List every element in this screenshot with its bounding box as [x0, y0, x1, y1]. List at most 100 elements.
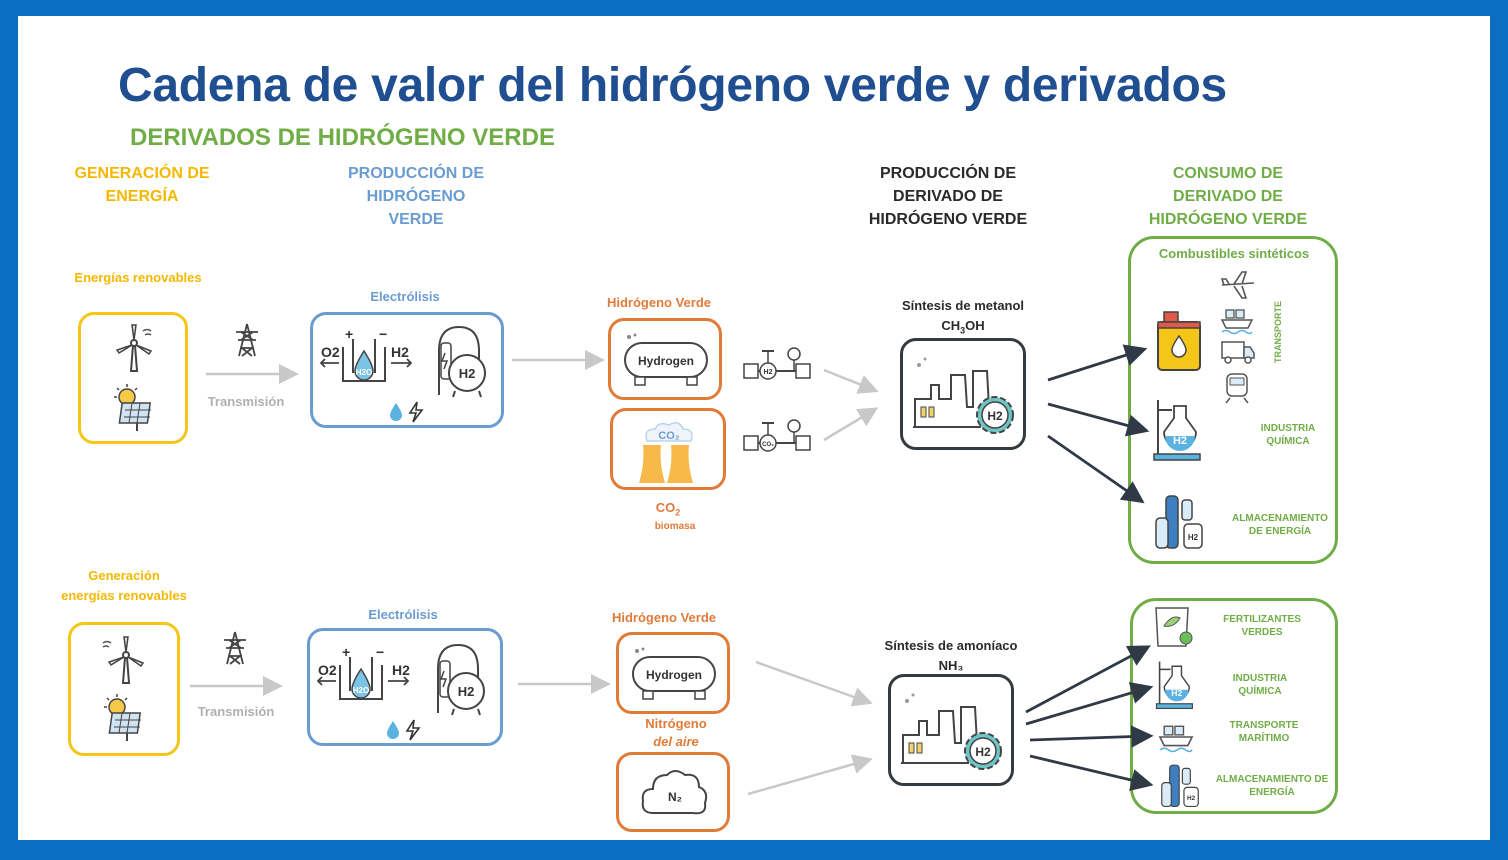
hydrogen-tank-icon: Hydrogen [632, 647, 716, 700]
lightning-icon [405, 719, 421, 741]
cylinder-h2-label: H2 [1187, 795, 1196, 802]
co2-box-row1: CO₂ [610, 408, 726, 490]
ammonia-plant-box: H2 [888, 674, 1014, 786]
column-header-line: DERIVADO DE [893, 188, 1003, 205]
co2-subscript: 2 [675, 507, 681, 518]
maritime-transport-label: TRANSPORTE MARÍTIMO [1218, 719, 1310, 745]
formula-subscript: 3 [960, 325, 966, 336]
solar-panel-icon [104, 694, 142, 741]
h2-label-row1: Hidrógeno Verde [606, 295, 712, 310]
ammonia-synthesis-label: Síntesis de amoníaco [884, 638, 1018, 653]
h2-tank-box-row2: Hydrogen [616, 632, 730, 714]
methanol-formula: CH3OH [878, 318, 1048, 336]
ship-icon [1220, 309, 1254, 335]
use-label-line: INDUSTRIA [1232, 673, 1288, 684]
water-lightning-icons [387, 719, 421, 741]
column-header-line: VERDE [388, 211, 444, 228]
column-header-line: GENERACIÓN DE [74, 165, 210, 182]
wind-turbine-icon [102, 636, 145, 684]
formula-part: OH [965, 318, 985, 333]
airplane-icon [1220, 271, 1255, 299]
energy-label-line: energías renovables [61, 588, 187, 603]
column-header-line: HIDRÓGENO VERDE [1148, 211, 1308, 228]
column-header-line: DERIVADO DE [1173, 188, 1283, 205]
water-lightning-icons [390, 401, 424, 423]
flask-h2-label: H2 [1173, 435, 1187, 447]
nitrogen-source-label: del aire [653, 734, 699, 749]
use-label-line: ENERGÍA [1249, 787, 1295, 798]
transmission-label-row1: Transmisión [207, 394, 285, 409]
electrolyzer-icon: O2 H2 + − H2O [316, 644, 410, 700]
energy-box-row2 [68, 622, 180, 756]
truck-icon [1221, 341, 1255, 364]
valve-icon: CO₂ [743, 419, 811, 452]
h2-label: H2 [391, 344, 409, 360]
energy-label-row1: Energías renovables [74, 270, 202, 285]
valve-h2-label: H2 [764, 369, 773, 376]
use-label-line: ALMACENAMIENTO [1232, 513, 1328, 524]
tank-text: Hydrogen [646, 668, 702, 682]
gas-cylinders-icon: H2 [1161, 764, 1199, 808]
h2-label-row2: Hidrógeno Verde [611, 610, 717, 625]
cylinder-h2-label: H2 [1188, 533, 1199, 542]
gas-cylinders-icon: H2 [1155, 495, 1203, 549]
energy-storage-label-row2: ALMACENAMIENTO DE ENERGÍA [1212, 773, 1332, 799]
cloud-icon: N₂ [641, 770, 708, 815]
gear-h2-label: H2 [987, 409, 1003, 423]
plus-label: + [345, 326, 353, 342]
energy-box-row1 [78, 312, 188, 444]
flask-h2-label: H2 [1171, 688, 1182, 698]
synthetic-fuels-label: Combustibles sintéticos [1158, 246, 1310, 261]
electrolysis-label-row1: Electrólisis [370, 289, 440, 304]
energy-storage-label-row1: ALMACENAMIENTO DE ENERGÍA [1228, 512, 1332, 538]
use-label-line: VERDES [1241, 627, 1283, 638]
co2-cloud-text: CO₂ [658, 430, 680, 442]
column-header-line: PRODUCCIÓN DE [879, 165, 1016, 182]
use-label-line: DE ENERGÍA [1248, 526, 1312, 537]
lab-flask-icon: H2 [1155, 661, 1193, 710]
o2-label: O2 [318, 662, 337, 678]
use-label-line: MARÍTIMO [1238, 733, 1290, 744]
ship-icon [1158, 725, 1194, 753]
page-title: Cadena de valor del hidrógeno verde y de… [118, 59, 1227, 112]
column-header-line: ENERGÍA [105, 188, 179, 205]
use-label-line: INDUSTRIA [1260, 423, 1316, 434]
electrolyzer-icon: O2 H2 + − H2O [319, 326, 413, 382]
valve-icon: H2 [743, 347, 811, 380]
co2-label-row1: CO2 [610, 500, 726, 518]
electrolysis-label-row2: Electrólisis [368, 607, 438, 622]
column-header-generation: GENERACIÓN DE ENERGÍA [62, 162, 222, 208]
transmission-label-row2: Transmisión [197, 704, 275, 719]
minus-label: − [376, 644, 384, 660]
plus-label: + [342, 644, 350, 660]
h2-label: H2 [392, 662, 410, 678]
train-icon [1225, 373, 1249, 404]
electrolysis-box-row2: O2 H2 + − H2O H2 [307, 628, 503, 746]
formula-part: CH [941, 318, 961, 333]
methanol-plant-box: H2 [900, 338, 1026, 450]
use-label-line: QUÍMICA [1266, 436, 1310, 447]
lightning-icon [408, 401, 424, 423]
power-tower-icon [236, 323, 258, 357]
n2-box: N₂ [616, 752, 730, 832]
column-header-derivative: PRODUCCIÓN DE DERIVADO DE HIDRÓGENO VERD… [858, 162, 1038, 231]
h2o-label: H2O [356, 368, 372, 377]
hydrogen-tank-icon: H2 [437, 643, 485, 716]
column-header-line: PRODUCCIÓN DE [347, 165, 484, 182]
use-label-line: TRANSPORTE [1229, 720, 1299, 731]
consumption-box-row1 [1128, 236, 1338, 564]
use-label-line: QUÍMICA [1238, 686, 1282, 697]
factory-icon: H2 [913, 357, 1014, 434]
ammonia-formula: NH₃ [938, 658, 964, 673]
gear-h2-label: H2 [975, 745, 991, 759]
valve-co2-label: CO₂ [762, 442, 774, 448]
solar-panel-icon [114, 384, 152, 431]
o2-label: O2 [321, 344, 340, 360]
nitrogen-label: Nitrógeno [645, 716, 707, 731]
page-subtitle: DERIVADOS DE HIDRÓGENO VERDE [130, 124, 555, 151]
column-header-line: HIDRÓGENO VERDE [868, 211, 1028, 228]
h2o-label: H2O [353, 686, 369, 695]
use-label-line: FERTILIZANTES [1223, 614, 1301, 625]
hydrogen-tank-icon: Hydrogen [624, 333, 708, 386]
energy-label-line: Generación [88, 568, 160, 583]
